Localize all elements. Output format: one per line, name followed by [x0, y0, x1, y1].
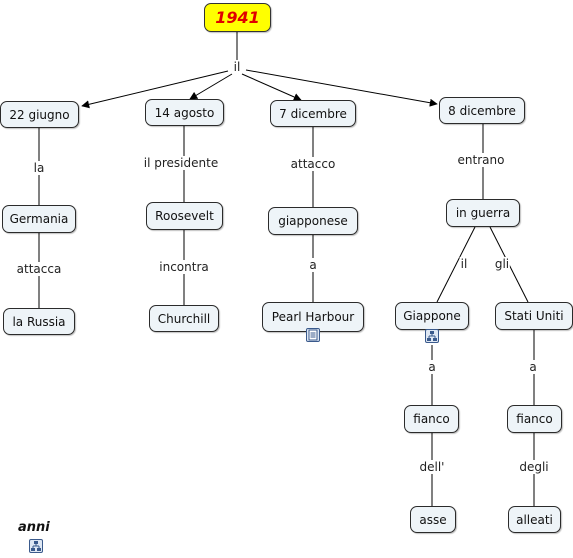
link-label-entrano: entrano [456, 153, 506, 167]
node-giapponese[interactable]: giapponese [268, 207, 358, 235]
map-title-anni: anni [18, 520, 50, 535]
arrow-to-22-giugno [81, 70, 229, 109]
link-label-a-stati: a [528, 360, 538, 374]
node-roosevelt[interactable]: Roosevelt [146, 202, 223, 230]
node-in-guerra[interactable]: in guerra [446, 199, 520, 227]
link-label-attacco: attacco [289, 157, 337, 171]
link-label-degli: degli [518, 460, 550, 474]
node-7-dicembre[interactable]: 7 dicembre [270, 100, 356, 127]
node-germania[interactable]: Germania [2, 205, 76, 233]
link-label-il-giappone: il [459, 257, 469, 271]
node-22-giugno[interactable]: 22 giugno [0, 101, 79, 128]
node-la-russia[interactable]: la Russia [3, 308, 75, 335]
node-asse[interactable]: asse [410, 506, 456, 533]
link-label-a: a [308, 258, 318, 272]
arrow-to-8-dicembre [245, 69, 438, 107]
document-icon[interactable] [306, 328, 320, 342]
root-concept-1941[interactable]: 1941 [204, 3, 271, 32]
node-fianco-giappone[interactable]: fianco [404, 405, 459, 433]
link-label-dell: dell' [418, 460, 446, 474]
arrow-to-14-agosto [189, 73, 233, 100]
link-label-il-presidente: il presidente [142, 156, 220, 170]
node-pearl-harbour[interactable]: Pearl Harbour [262, 302, 364, 332]
link-label-incontra: incontra [158, 260, 210, 274]
node-14-agosto[interactable]: 14 agosto [145, 99, 224, 126]
node-alleati[interactable]: alleati [508, 506, 561, 533]
node-giappone[interactable]: Giappone [395, 302, 469, 330]
node-churchill[interactable]: Churchill [149, 305, 219, 332]
node-8-dicembre[interactable]: 8 dicembre [439, 97, 525, 124]
node-stati-uniti[interactable]: Stati Uniti [495, 302, 573, 330]
link-label-la: la [32, 161, 46, 175]
arrow-to-7-dicembre [241, 73, 302, 101]
node-fianco-stati[interactable]: fianco [507, 405, 562, 433]
link-label-gli: gli [493, 257, 511, 271]
link-label-attacca: attacca [15, 262, 63, 276]
concept-map-icon[interactable] [29, 539, 43, 553]
link-label-a-giappone: a [427, 360, 437, 374]
line-guerra-giappone [436, 226, 476, 303]
concept-map-icon[interactable] [425, 329, 439, 343]
link-label-il: il [232, 60, 242, 74]
